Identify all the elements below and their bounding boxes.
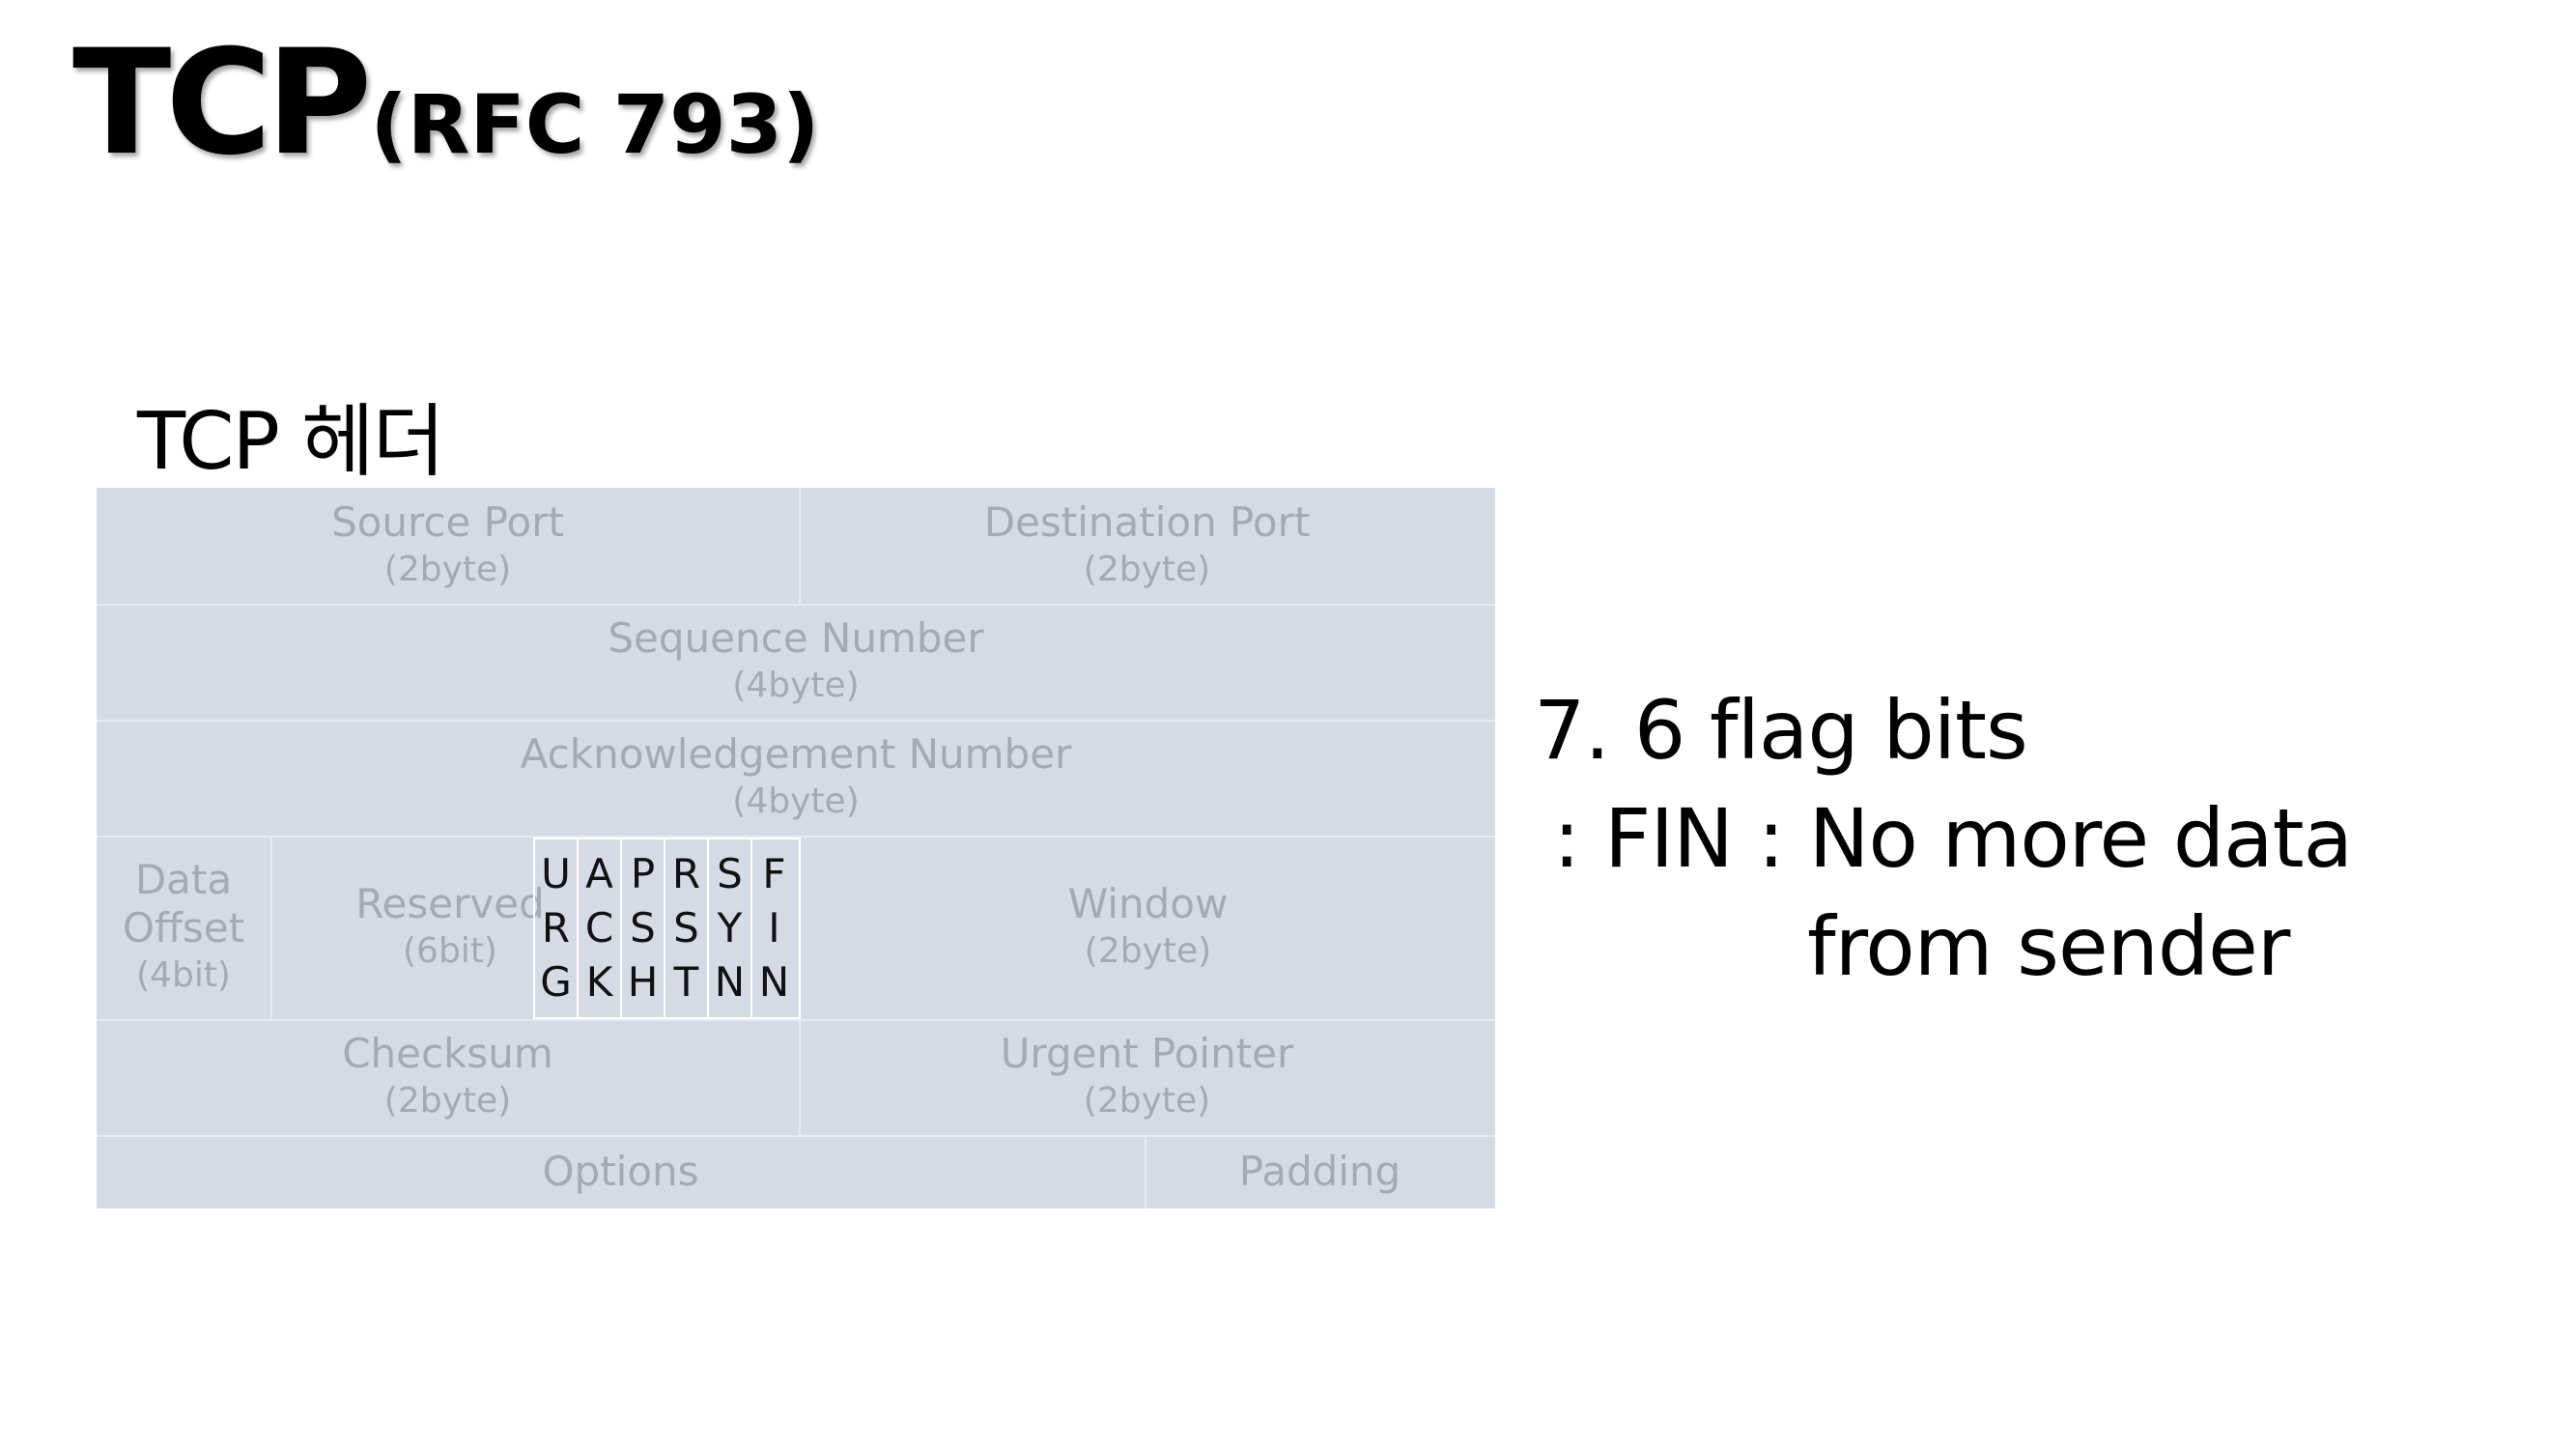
flag-letter: R <box>541 904 571 952</box>
col-divider <box>1145 1135 1146 1208</box>
flag-letter: T <box>673 958 699 1006</box>
flag-letter: S <box>673 904 699 952</box>
title-subtitle: (RFC 793) <box>370 77 820 172</box>
section-heading: TCP 헤더 <box>137 396 445 488</box>
field-name: Reserved <box>355 880 545 927</box>
flag-letter: H <box>627 958 659 1006</box>
field-name-line1: Data <box>134 856 233 903</box>
field-options: Options <box>97 1135 1145 1208</box>
col-divider <box>270 836 272 1019</box>
row-divider <box>97 720 1495 722</box>
flag-letter: U <box>541 850 571 897</box>
field-reserved: Reserved (6bit) <box>270 836 630 1019</box>
field-name: Window <box>1067 880 1229 927</box>
row-divider <box>97 604 1495 606</box>
field-size: (2byte) <box>1083 550 1211 589</box>
flag-letter: S <box>717 850 743 897</box>
row-divider <box>97 1135 1495 1137</box>
field-size: (2byte) <box>1083 1081 1211 1121</box>
flag-letter: F <box>762 850 786 897</box>
field-size: (4byte) <box>732 666 860 705</box>
explanation-line2: : FIN : No more data <box>1553 791 2353 886</box>
flag-letter: N <box>758 958 790 1006</box>
field-size: (2byte) <box>1084 931 1212 971</box>
field-name: Checksum <box>342 1030 553 1077</box>
flag-ack: A C K <box>579 839 622 1017</box>
flag-fin: F I N <box>752 839 796 1017</box>
field-name: Destination Port <box>983 498 1311 546</box>
field-name-line2: Offset <box>122 904 245 952</box>
field-size: (4byte) <box>732 781 860 821</box>
field-source-port: Source Port (2byte) <box>97 488 799 604</box>
flag-explanation: 7. 6 flag bits : FIN : No more data from… <box>1534 676 2353 1001</box>
field-name: Acknowledgement Number <box>520 730 1072 778</box>
flag-syn: S Y N <box>709 839 752 1017</box>
flag-letter: A <box>585 850 613 897</box>
flag-letter: P <box>630 850 656 897</box>
field-name: Sequence Number <box>608 614 984 662</box>
title-main: TCP <box>72 19 372 187</box>
field-size: (2byte) <box>383 550 512 589</box>
row-divider <box>97 836 1495 838</box>
field-size: (6bit) <box>403 931 497 971</box>
flag-letter: R <box>671 850 701 897</box>
flag-letter: K <box>585 958 613 1006</box>
flag-letter: S <box>630 904 656 952</box>
field-name: Urgent Pointer <box>1000 1030 1294 1077</box>
col-divider <box>799 1019 801 1135</box>
field-size: (2byte) <box>383 1081 512 1121</box>
field-padding: Padding <box>1145 1135 1495 1208</box>
field-data-offset: Data Offset (4bit) <box>97 836 270 1019</box>
flag-letter: Y <box>717 904 743 952</box>
flag-urg: U R G <box>535 839 579 1017</box>
field-name: Padding <box>1238 1148 1401 1195</box>
field-name: Options <box>542 1148 699 1195</box>
flag-letter: I <box>768 904 780 952</box>
flag-psh: P S H <box>622 839 665 1017</box>
flag-rst: R S T <box>665 839 709 1017</box>
field-urgent-pointer: Urgent Pointer (2byte) <box>799 1019 1495 1135</box>
field-acknowledgement-number: Acknowledgement Number (4byte) <box>97 720 1495 836</box>
field-sequence-number: Sequence Number (4byte) <box>97 604 1495 720</box>
field-window: Window (2byte) <box>801 836 1495 1019</box>
row-divider <box>97 1019 1495 1021</box>
explanation-line1: 7. 6 flag bits <box>1534 683 2028 778</box>
flag-bits-group: U R G A C K P S H R S T S Y N F I N <box>533 838 801 1019</box>
flag-letter: C <box>584 904 614 952</box>
field-checksum: Checksum (2byte) <box>97 1019 799 1135</box>
field-destination-port: Destination Port (2byte) <box>799 488 1495 604</box>
explanation-line3: from sender <box>1807 899 2290 994</box>
tcp-header-diagram: Source Port (2byte) Destination Port (2b… <box>97 488 1495 1208</box>
flag-letter: G <box>540 958 572 1006</box>
col-divider <box>799 488 801 604</box>
field-name: Source Port <box>331 498 564 546</box>
slide-title: TCP(RFC 793) <box>72 19 819 187</box>
field-size: (4bit) <box>136 955 231 995</box>
flag-letter: N <box>714 958 746 1006</box>
